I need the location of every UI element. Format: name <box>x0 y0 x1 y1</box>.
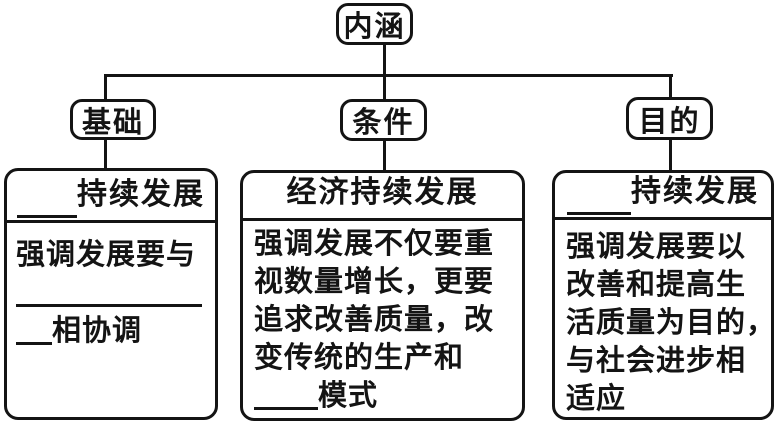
connector-center-tag-to-box <box>383 140 386 172</box>
connector-bus-to-left-tag <box>104 74 107 101</box>
connector-horizontal-bus <box>104 74 673 77</box>
connector-left-tag-to-box <box>104 138 107 170</box>
fill-in-blank <box>16 339 52 345</box>
body-line <box>16 274 206 312</box>
content-box-ecological-header: 持续发展 <box>7 171 215 223</box>
connector-bus-to-right-tag <box>669 74 672 100</box>
body-line: 改善和提高生 <box>566 269 747 301</box>
body-line: 模式 <box>254 377 513 415</box>
node-tag-basis: 基础 <box>70 99 156 140</box>
content-box-economic-body: 强调发展不仅要重 视数量增长，更要 追求改善质量，改 变传统的生产和 模式 <box>243 221 522 415</box>
content-box-ecological-body: 强调发展要与 相协调 <box>7 223 215 350</box>
body-line: 与社会进步相 <box>566 345 747 377</box>
content-box-social-body: 强调发展要以 改善和提高生 活质量为目的， 与社会进步相 适应 <box>555 220 774 417</box>
connector-right-tag-to-box <box>669 139 672 172</box>
content-box-economic: 经济持续发展 强调发展不仅要重 视数量增长，更要 追求改善质量，改 变传统的生产… <box>240 170 525 421</box>
node-tag-condition-label: 条件 <box>352 107 415 139</box>
content-box-social: 持续发展 强调发展要以 改善和提高生 活质量为目的， 与社会进步相 适应 <box>552 170 774 420</box>
node-tag-purpose: 目的 <box>626 97 713 140</box>
body-line: 活质量为目的， <box>566 307 774 339</box>
node-tag-basis-label: 基础 <box>81 106 144 139</box>
fill-in-blank <box>17 212 77 218</box>
body-line: 适应 <box>566 383 627 415</box>
connector-root-to-center <box>383 44 386 101</box>
content-box-economic-title: 经济持续发展 <box>286 176 479 209</box>
body-line: 变传统的生产和 <box>254 342 465 374</box>
node-tag-condition: 条件 <box>340 99 427 141</box>
body-line: 强调发展要以 <box>566 231 747 263</box>
body-line: 视数量增长，更要 <box>254 266 495 298</box>
content-box-social-header: 持续发展 <box>555 173 771 220</box>
node-tag-purpose-label: 目的 <box>638 105 701 138</box>
fill-in-blank <box>254 404 318 410</box>
node-root: 内涵 <box>336 3 413 45</box>
body-line: 强调发展要与 <box>16 239 197 271</box>
content-box-ecological: 持续发展 强调发展要与 相协调 <box>4 168 218 420</box>
body-line: 相协调 <box>16 312 206 350</box>
content-box-social-title: 持续发展 <box>631 175 759 208</box>
fill-in-blank <box>567 209 631 215</box>
body-line: 追求改善质量，改 <box>254 304 495 336</box>
fill-in-blank <box>16 301 202 307</box>
content-box-ecological-title: 持续发展 <box>77 178 205 211</box>
body-line: 强调发展不仅要重 <box>254 228 495 260</box>
content-box-economic-header: 经济持续发展 <box>243 173 522 221</box>
node-root-label: 内涵 <box>343 11 406 43</box>
